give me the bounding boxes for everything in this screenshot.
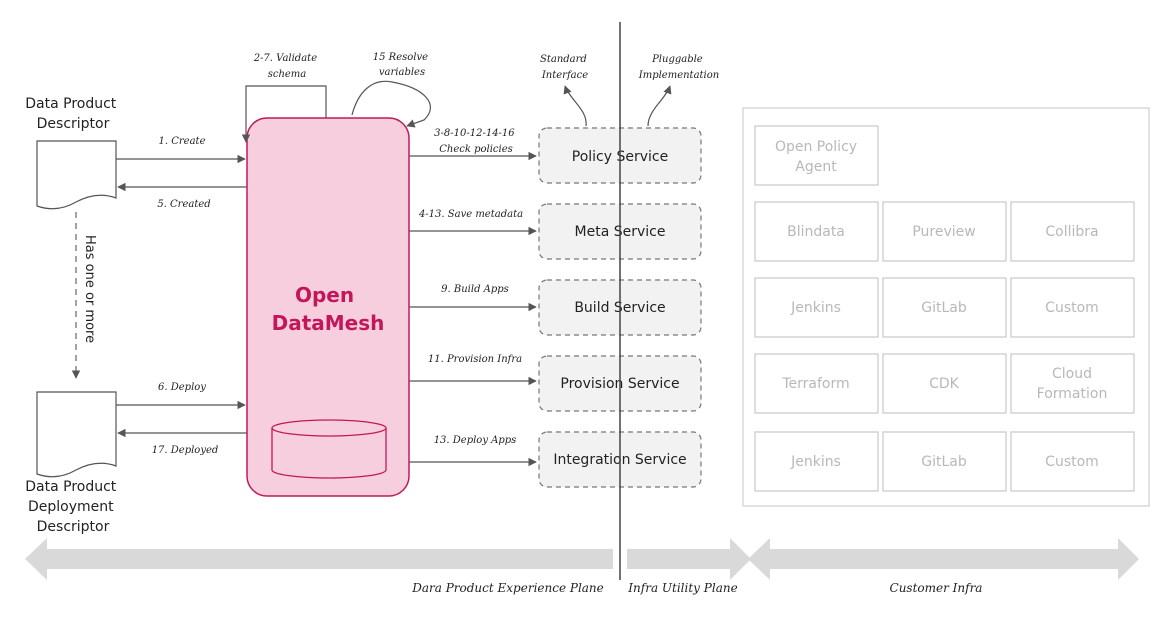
relation-label: Has one or more: [82, 235, 97, 343]
svg-text:Jenkins: Jenkins: [790, 454, 841, 470]
infra-cell: Terraform: [754, 353, 879, 414]
infra-cell: Jenkins: [754, 431, 879, 492]
infra-utility-plane-label: Infra Utility Plane: [627, 581, 737, 595]
standard-interface-label: Standard Interface: [540, 54, 590, 81]
database-icon: [271, 419, 387, 479]
svg-text:Jenkins: Jenkins: [790, 300, 841, 316]
provision-service-group: 11. Provision Infra Provision Service: [409, 354, 702, 412]
infra-cell: Collibra: [1010, 201, 1135, 262]
descriptor-document-icon: [36, 140, 117, 210]
svg-text:GitLab: GitLab: [921, 454, 967, 470]
infra-utility-plane-arrow: [627, 538, 751, 580]
svg-text:CDK: CDK: [929, 376, 960, 392]
descriptor-label: Data Product Descriptor: [25, 96, 121, 132]
meta-service-group: 4-13. Save metadata Meta Service: [409, 203, 702, 260]
svg-text:GitLab: GitLab: [921, 300, 967, 316]
deployment-descriptor-document-icon: [36, 391, 117, 478]
infra-cell: Custom: [1010, 431, 1135, 492]
svg-text:Terraform: Terraform: [781, 376, 849, 392]
infra-cell: Jenkins: [754, 277, 879, 338]
svg-text:Custom: Custom: [1045, 454, 1099, 470]
svg-text:Collibra: Collibra: [1045, 224, 1098, 240]
created-label: 5. Created: [157, 199, 210, 210]
svg-text:Custom: Custom: [1045, 300, 1099, 316]
infra-cell: Custom: [1010, 277, 1135, 338]
infra-cell: Pureview: [882, 201, 1007, 262]
deployed-label: 17. Deployed: [152, 445, 219, 456]
provision-infra-label: 11. Provision Infra: [428, 354, 522, 365]
customer-infra-plane-arrow: [748, 538, 1139, 580]
core-title: Open DataMesh: [272, 283, 385, 335]
customer-infra-label: Customer Infra: [890, 581, 983, 595]
create-label: 1. Create: [159, 136, 206, 147]
infra-cell: CDK: [882, 353, 1007, 414]
validate-loop-arrow: [241, 85, 327, 143]
build-service-group: 9. Build Apps Build Service: [409, 279, 702, 336]
pluggable-implementation-arrow: [647, 85, 672, 127]
svg-text:Pureview: Pureview: [912, 224, 975, 240]
experience-plane-arrow: [25, 538, 613, 580]
infra-cell: GitLab: [882, 431, 1007, 492]
resolve-loop-label: 15 Resolve variables: [373, 52, 431, 78]
standard-interface-arrow: [563, 85, 587, 127]
infra-cell: Blindata: [754, 201, 879, 262]
deployment-descriptor-label: Data Product Deployment Descriptor: [25, 479, 121, 535]
infra-cell: GitLab: [882, 277, 1007, 338]
validate-loop-label: 2-7. Validate schema: [253, 53, 321, 80]
pluggable-implementation-label: Pluggable Implementation: [638, 54, 719, 81]
check-policies-label: 3-8-10-12-14-16 Check policies: [434, 128, 518, 155]
build-apps-label: 9. Build Apps: [441, 284, 509, 295]
save-metadata-label: 4-13. Save metadata: [418, 209, 523, 220]
deploy-apps-label: 13. Deploy Apps: [434, 435, 517, 446]
policy-service-group: 3-8-10-12-14-16 Check policies Policy Se…: [409, 127, 702, 184]
experience-plane-label: Dara Product Experience Plane: [411, 581, 604, 595]
integration-service-group: 13. Deploy Apps Integration Service: [409, 431, 702, 488]
resolve-loop-arrow: [351, 80, 431, 128]
svg-text:Blindata: Blindata: [787, 224, 845, 240]
deploy-label: 6. Deploy: [158, 382, 206, 393]
